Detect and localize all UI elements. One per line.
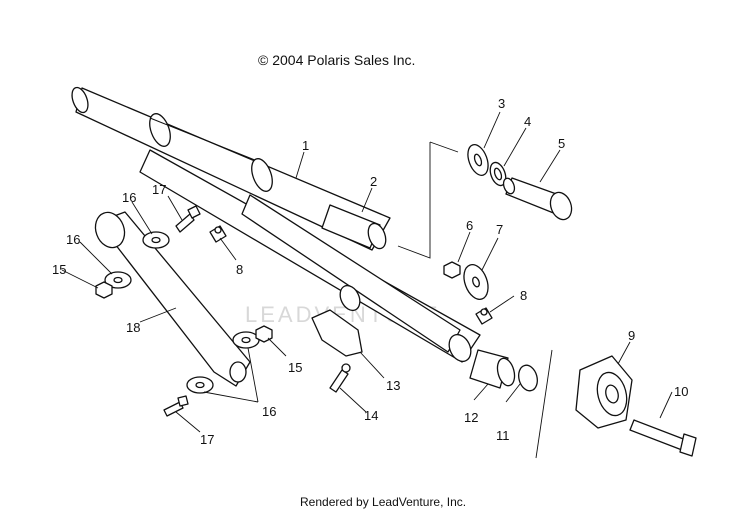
seal-4 xyxy=(489,161,507,187)
callout-15a: 15 xyxy=(52,262,66,277)
bushing-2 xyxy=(321,204,387,250)
callout-6: 6 xyxy=(466,218,473,233)
copyright-text: © 2004 Polaris Sales Inc. xyxy=(258,52,415,68)
callout-14: 14 xyxy=(364,408,378,423)
rivet-14 xyxy=(329,363,351,393)
callout-18: 18 xyxy=(126,320,140,335)
washer-16b xyxy=(104,271,132,289)
callout-11: 11 xyxy=(496,428,510,443)
swing-arm-tube xyxy=(71,86,391,251)
callout-1: 1 xyxy=(302,138,309,153)
callout-3: 3 xyxy=(498,96,505,111)
callout-2: 2 xyxy=(370,174,377,189)
bushing-12 xyxy=(469,349,516,389)
bolt-10 xyxy=(629,419,697,457)
link-plate-18 xyxy=(94,211,251,387)
callout-12: 12 xyxy=(464,410,478,425)
callout-8a: 8 xyxy=(236,262,243,277)
bolt-17b xyxy=(163,395,189,417)
callout-16b: 16 xyxy=(66,232,80,247)
callout-labels: 1 2 3 4 5 6 7 8 8 9 10 11 12 13 14 15 15… xyxy=(52,96,688,447)
bracket-13 xyxy=(311,309,363,357)
washer-16a xyxy=(142,231,170,249)
washer-3 xyxy=(467,144,489,176)
section-divider xyxy=(535,349,553,459)
washer-7 xyxy=(463,264,489,300)
callout-16a: 16 xyxy=(122,190,136,205)
nut-15a xyxy=(95,281,113,299)
washer-16d xyxy=(186,376,214,394)
callout-8b: 8 xyxy=(520,288,527,303)
grease-fitting-8b xyxy=(475,307,493,325)
callout-4: 4 xyxy=(524,114,531,129)
callout-17a: 17 xyxy=(152,182,166,197)
ring-11 xyxy=(518,364,538,392)
callout-5: 5 xyxy=(558,136,565,151)
bolt-17a xyxy=(175,205,201,233)
callout-7: 7 xyxy=(496,222,503,237)
callout-17b: 17 xyxy=(200,432,214,447)
hub-9 xyxy=(575,355,633,429)
pivot-bolt-5 xyxy=(502,177,573,221)
callout-15b: 15 xyxy=(288,360,302,375)
callout-9: 9 xyxy=(628,328,635,343)
grease-fitting-8a xyxy=(209,225,227,243)
swing-arm-lower xyxy=(139,149,481,363)
washer-16c xyxy=(232,331,260,349)
footer-text: Rendered by LeadVenture, Inc. xyxy=(300,495,466,509)
nut-6 xyxy=(443,261,461,279)
leader-lines xyxy=(61,111,673,433)
callout-10: 10 xyxy=(674,384,688,399)
callout-13: 13 xyxy=(386,378,400,393)
callout-16c: 16 xyxy=(262,404,276,419)
